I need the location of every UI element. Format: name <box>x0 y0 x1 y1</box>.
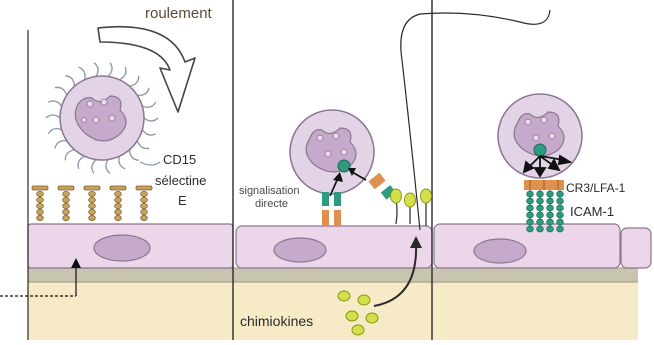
signal-dot <box>338 160 350 172</box>
cd15-whisker <box>137 141 149 149</box>
chemokine-particle-icon <box>338 291 350 301</box>
cd15-whisker <box>94 63 98 77</box>
selectin-label-suffix: E <box>178 194 187 207</box>
cd15-whisker <box>48 101 61 106</box>
cd15-whisker <box>48 129 61 134</box>
cd15-label: CD15 <box>163 153 196 166</box>
cd15-whisker <box>119 156 125 169</box>
leukocyte-cell-icon <box>46 63 158 174</box>
receptor-icon <box>322 192 341 226</box>
cd15-pointer <box>140 162 160 165</box>
cd15-whisker <box>65 76 74 87</box>
selectin-receptor-icon <box>136 186 152 221</box>
chemokine-particle-icon <box>391 189 402 203</box>
cd15-whisker <box>130 150 139 161</box>
cd15-whisker <box>142 130 155 135</box>
signal-label: signalisation <box>239 185 300 198</box>
selectin-label: sélectine <box>155 174 206 187</box>
cd15-whisker <box>142 102 155 107</box>
chemokine-label: chimiokines <box>240 314 313 328</box>
chemokine-particle-icon <box>405 193 416 207</box>
selectin-receptor-icon <box>84 186 100 221</box>
chemokine-particle-icon <box>352 325 364 335</box>
cd15-whisker <box>130 76 139 87</box>
tissue-layer <box>28 280 638 340</box>
signal-dot <box>534 144 546 156</box>
chemokine-particle-icon <box>366 313 378 323</box>
integrin-label: CR3/LFA-1 <box>566 182 625 194</box>
selectin-receptor-icon <box>32 186 152 221</box>
cd15-whisker <box>108 63 112 77</box>
cd15-whisker <box>79 67 85 80</box>
rolling-label: roulement <box>145 6 212 21</box>
cd15-whisker <box>78 156 85 169</box>
chemokine-particle-icon <box>421 189 432 203</box>
chemokine-particle-icon <box>346 311 358 321</box>
endothelial-nucleus <box>94 235 150 261</box>
basement-membrane <box>28 268 638 282</box>
endothelial-nucleus <box>474 239 526 263</box>
cd15-whisker <box>55 141 67 149</box>
integrin-icon <box>524 180 564 190</box>
cd15-whisker <box>137 88 149 96</box>
cd15-whisker <box>119 67 126 80</box>
endothelial-nucleus <box>274 238 326 262</box>
cd15-whisker <box>65 150 74 161</box>
cd15-whisker <box>92 160 96 174</box>
selectin-receptor-icon <box>58 186 74 221</box>
cd15-whisker <box>144 118 158 121</box>
leukocyte-cell-icon <box>290 110 374 194</box>
signal-label-suffix: directe <box>255 198 288 211</box>
cd15-whisker <box>55 87 67 95</box>
icam-label: ICAM-1 <box>570 205 614 218</box>
selectin-receptor-icon <box>110 186 126 221</box>
cd15-whisker <box>106 160 110 174</box>
selectin-receptor-icon <box>32 186 48 221</box>
cd15-whisker <box>46 115 60 118</box>
chemokine-particle-icon <box>358 295 370 305</box>
